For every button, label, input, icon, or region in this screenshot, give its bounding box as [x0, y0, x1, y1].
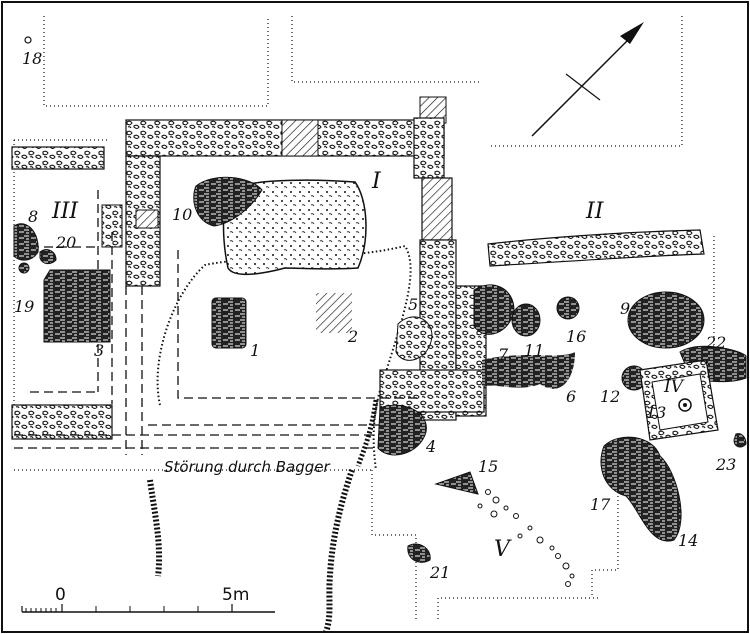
building-label-ii: II	[585, 199, 605, 224]
feature-label-16: 16	[566, 327, 586, 346]
robbed-wall-lines	[14, 190, 420, 455]
feature-label-21: 21	[429, 563, 450, 582]
building-iv	[639, 359, 719, 441]
feature-2	[316, 293, 352, 333]
feature-5	[395, 316, 433, 361]
feature-label-20: 20	[55, 233, 76, 252]
feature-18-marker	[24, 36, 32, 44]
feature-label-19: 19	[14, 297, 34, 316]
building-ii-wall	[487, 229, 705, 267]
feature-label-9: 9	[620, 299, 630, 318]
feature-17-14	[600, 436, 682, 542]
bagger-tracks	[147, 399, 379, 633]
feature-7	[473, 284, 515, 335]
scale-start-label: 0	[55, 585, 66, 605]
feature-label-6: 6	[566, 387, 576, 406]
pit-features	[13, 223, 747, 563]
north-arrow-icon	[531, 22, 644, 137]
feature-label-11: 11	[524, 341, 544, 360]
feature-label-2: 2	[347, 327, 358, 346]
feature-6	[482, 352, 575, 389]
feature-label-17: 17	[590, 495, 611, 514]
feature-label-1: 1	[250, 341, 260, 360]
feature-20	[39, 249, 57, 265]
stone-scatter	[434, 471, 575, 587]
feature-23	[733, 433, 747, 448]
feature-label-8: 8	[28, 207, 38, 226]
building-iii-walls	[11, 146, 123, 440]
feature-8	[13, 223, 39, 261]
feature-label-18: 18	[22, 49, 42, 68]
feature-label-10: 10	[172, 205, 192, 224]
feature-label-12: 12	[600, 387, 620, 406]
feature-label-7: 7	[498, 345, 509, 364]
excavation-boundary	[13, 16, 715, 622]
feature-label-3: 3	[94, 341, 104, 360]
feature-19	[18, 262, 30, 274]
disturbance-note: Störung durch Bagger	[164, 458, 331, 476]
feature-label-5: 5	[408, 295, 418, 314]
scale-bar	[21, 604, 275, 613]
feature-11	[511, 303, 541, 337]
building-label-iv: IV	[663, 377, 685, 397]
feature-4	[377, 404, 427, 456]
feature-label-13: 13	[646, 403, 666, 422]
feature-9	[627, 291, 705, 349]
building-label-v: V	[494, 537, 512, 562]
feature-3	[43, 269, 111, 343]
building-label-i: I	[371, 169, 382, 194]
feature-label-14: 14	[678, 531, 698, 550]
feature-label-22: 22	[705, 333, 726, 352]
building-i-walls	[125, 96, 487, 421]
feature-label-23: 23	[715, 455, 736, 474]
feature-label-4: 4	[425, 437, 436, 456]
building-label-iii: III	[51, 199, 79, 224]
feature-10-pit	[193, 176, 263, 227]
feature-16	[556, 296, 580, 320]
feature-1	[211, 297, 247, 349]
feature-21	[407, 543, 431, 563]
scale-end-label: 5m	[222, 585, 249, 605]
stone-block	[222, 179, 367, 276]
feature-label-15: 15	[478, 457, 498, 476]
disturbance-outline	[156, 244, 412, 471]
